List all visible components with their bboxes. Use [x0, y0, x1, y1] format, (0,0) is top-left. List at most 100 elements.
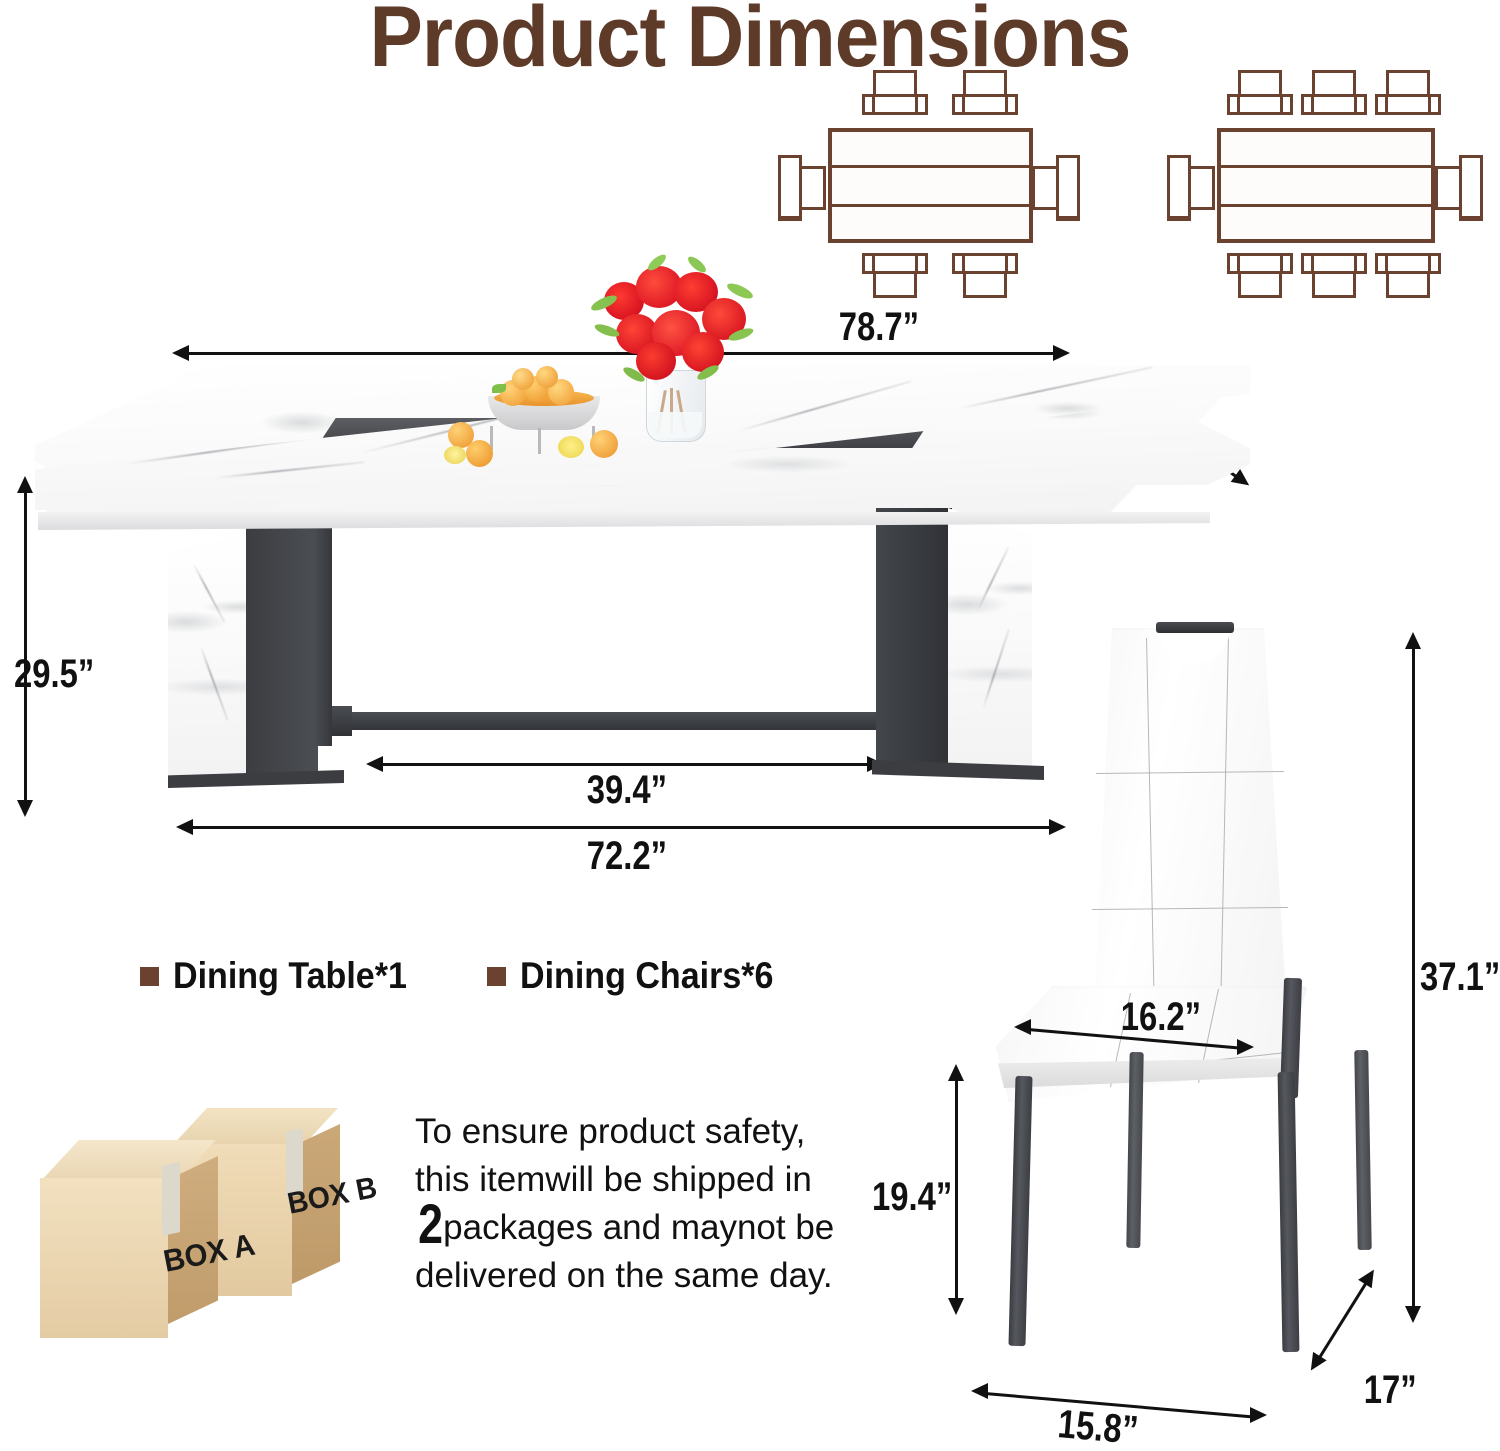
seating-plan-eight: [1165, 70, 1495, 298]
table-leg-left: [168, 522, 358, 790]
arrow-left: [172, 345, 189, 361]
square-bullet-icon: [140, 966, 159, 986]
dimension-label-chair-depth: 17”: [1363, 1368, 1417, 1412]
chair-icon-top-2: [1301, 70, 1367, 118]
arrow-left: [971, 1383, 988, 1399]
chair-seat: [872, 253, 918, 274]
dimension-line-seat-height: [955, 1080, 958, 1300]
table-rail: [1221, 204, 1431, 207]
chair-icon-bottom-2: [1301, 250, 1367, 298]
dining-chair-illustration: [960, 620, 1430, 1380]
plan-table-top: [1217, 128, 1435, 243]
arrow-right: [1250, 1407, 1267, 1423]
arrow-up: [17, 476, 33, 493]
table-stretcher: [340, 712, 900, 730]
chair-icon-left-1: [1167, 155, 1215, 221]
shipping-note-line-3: 2packages and maynot be: [418, 1192, 835, 1255]
chair-seat: [1167, 155, 1191, 219]
dimension-line-base-inner: [380, 763, 880, 766]
dimension-label-seat-height: 19.4”: [872, 1175, 953, 1219]
list-item: Dining Chairs*6: [487, 955, 796, 997]
table-leg-right: [870, 508, 1070, 794]
dimension-line-table-height: [24, 492, 27, 802]
arrow-right: [1049, 819, 1066, 835]
table-rail: [832, 165, 1029, 168]
arrow-down: [948, 1298, 964, 1315]
chair-seat: [1056, 155, 1080, 219]
plan-table-top: [828, 128, 1033, 243]
shipping-note: To ensure product safety, this itemwill …: [415, 1108, 875, 1300]
dining-table-illustration: [0, 250, 1270, 870]
box-tape: [162, 1162, 180, 1236]
chair-icon-top-1: [1227, 70, 1293, 118]
chair-leg-front-left: [1008, 1075, 1033, 1347]
chair-handle-bar: [1156, 622, 1234, 633]
arrow-up: [948, 1064, 964, 1081]
chair-seat: [1311, 94, 1357, 115]
dimension-label-table-width: 78.7”: [838, 305, 920, 349]
chair-seat: [1237, 253, 1283, 274]
dimension-line-base-outer: [190, 826, 1062, 829]
chair-icon-top-1: [862, 70, 928, 118]
shipping-box-a: BOX A: [40, 1140, 290, 1340]
seating-plan-six: [778, 70, 1110, 298]
chair-icon-top-2: [952, 70, 1018, 118]
chair-seat: [1237, 94, 1283, 115]
arrow-right: [1053, 345, 1070, 361]
dimension-line-chair-height: [1412, 648, 1415, 1308]
loose-orange: [590, 430, 618, 458]
dimension-label-table-height: 29.5”: [14, 652, 95, 696]
chair-seat: [962, 253, 1008, 274]
shipping-note-line-4: delivered on the same day.: [415, 1256, 833, 1295]
chair-seat: [1385, 253, 1431, 274]
list-item-label: Dining Table*1: [173, 955, 407, 996]
list-item: Dining Table*1: [140, 955, 427, 997]
chair-seat: [1459, 155, 1483, 219]
list-item-label: Dining Chairs*6: [520, 955, 774, 996]
dimension-label-base-outer: 72.2”: [586, 834, 668, 878]
loose-orange: [466, 440, 493, 467]
shipping-note-line-3-text: packages and maynot be: [443, 1208, 835, 1247]
dimension-label-base-width: 15.8”: [1056, 1402, 1140, 1451]
chair-icon-bottom-1: [1227, 250, 1293, 298]
lemon-slice: [558, 436, 584, 458]
dimension-line-table-width: [186, 352, 1066, 355]
arrow-up: [1405, 632, 1421, 649]
chair-seat: [962, 94, 1008, 115]
arrow-left: [176, 819, 193, 835]
flower-vase: [640, 360, 710, 442]
dimension-label-base-inner: 39.4”: [586, 768, 668, 812]
red-flowers: [586, 251, 766, 398]
box-front: [40, 1178, 168, 1338]
chair-seat: [872, 94, 918, 115]
lemon-slice: [444, 446, 466, 464]
arrow-left: [1014, 1019, 1031, 1035]
square-bullet-icon: [487, 966, 507, 986]
chair-leg-back-left: [1126, 1051, 1144, 1249]
arrow-right: [1237, 1039, 1254, 1055]
chair-icon-bottom-2: [952, 250, 1018, 298]
chair-leg-back-right: [1354, 1049, 1372, 1251]
chair-icon-right-1: [1032, 155, 1080, 221]
chair-backrest: [1094, 628, 1286, 1018]
arrow-left: [366, 756, 383, 772]
chair-seat: [1311, 253, 1357, 274]
chair-icon-right-1: [1435, 155, 1483, 221]
shipping-note-line-2: this itemwill be shipped in: [415, 1160, 812, 1199]
dimension-label-chair-height: 37.1”: [1420, 955, 1500, 999]
shipping-note-line-1: To ensure product safety,: [415, 1112, 806, 1151]
arrow-down: [1405, 1306, 1421, 1323]
arrow-down: [17, 800, 33, 817]
chair-icon-top-3: [1375, 70, 1441, 118]
package-list: Dining Table*1 Dining Chairs*6: [140, 955, 796, 997]
table-rail: [832, 204, 1029, 207]
chair-leg-front-right: [1277, 1071, 1300, 1353]
chair-icon-bottom-1: [862, 250, 928, 298]
chair-seat: [778, 155, 802, 219]
chair-seat: [1385, 94, 1431, 115]
table-rail: [1221, 165, 1431, 168]
fruit-bowl: [478, 366, 610, 454]
chair-icon-bottom-3: [1375, 250, 1441, 298]
chair-icon-left-1: [778, 155, 826, 221]
